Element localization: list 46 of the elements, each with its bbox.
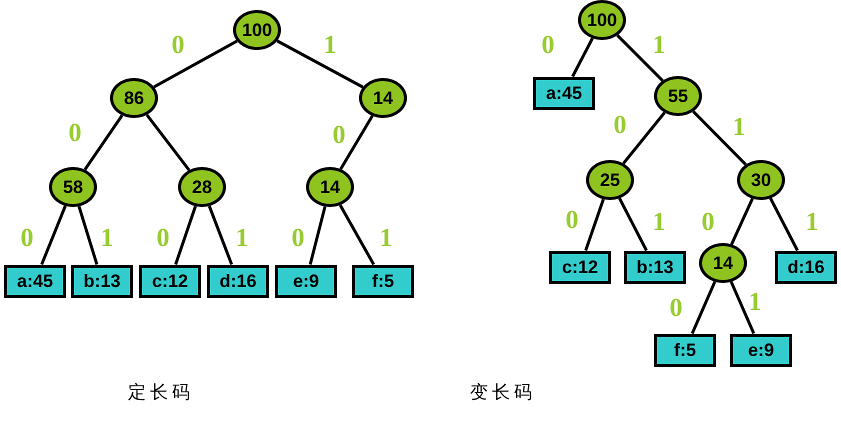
connector-line [146,114,190,172]
connector-line [584,198,605,251]
tree-caption: 变长码 [470,381,536,404]
connector-line [208,206,234,266]
connector-line [174,206,197,265]
connector-line [618,198,648,252]
tree-node-ellipse: 25 [586,160,634,200]
leaf-box: a:45 [4,264,66,298]
connector-line [84,114,124,170]
tree-node-ellipse: 14 [699,243,747,283]
tree-node-ellipse: 58 [49,167,97,207]
tree-node-ellipse: 28 [178,167,226,207]
leaf-box: f:5 [654,334,716,366]
tree-node-ellipse: 100 [233,10,281,50]
connector-line [769,198,799,252]
leaf-box: d:16 [775,250,837,284]
leaf-box: c:12 [549,250,611,284]
connector-line [571,38,594,78]
leaf-box: b:13 [624,250,686,284]
tree-caption: 定长码 [128,381,194,404]
connector-line [338,204,375,266]
connector-line [339,115,374,170]
tree-node-ellipse: 55 [654,76,702,116]
leaf-box: c:12 [139,264,201,298]
connector-line [78,206,98,265]
connector-line [692,110,747,166]
leaf-box: d:16 [207,264,269,298]
connector-line [622,112,666,164]
connector-line [690,281,716,334]
tree-node-ellipse: 14 [359,78,407,118]
connector-line [276,40,364,88]
leaf-box: a:45 [533,76,595,110]
leaf-box: e:9 [275,264,337,298]
connector-line [730,281,756,334]
connector-line [308,206,326,265]
tree-node-ellipse: 14 [306,167,354,207]
connector-line [40,205,67,266]
tree-node-ellipse: 30 [737,160,785,200]
connector-line [616,34,664,82]
leaf-box: e:9 [730,334,792,366]
leaf-box: f:5 [352,264,414,298]
tree-node-ellipse: 100 [578,0,626,40]
connector-line [153,40,238,88]
leaf-box: b:13 [71,264,133,298]
connector-line [730,198,754,245]
tree-node-ellipse: 86 [110,78,158,118]
